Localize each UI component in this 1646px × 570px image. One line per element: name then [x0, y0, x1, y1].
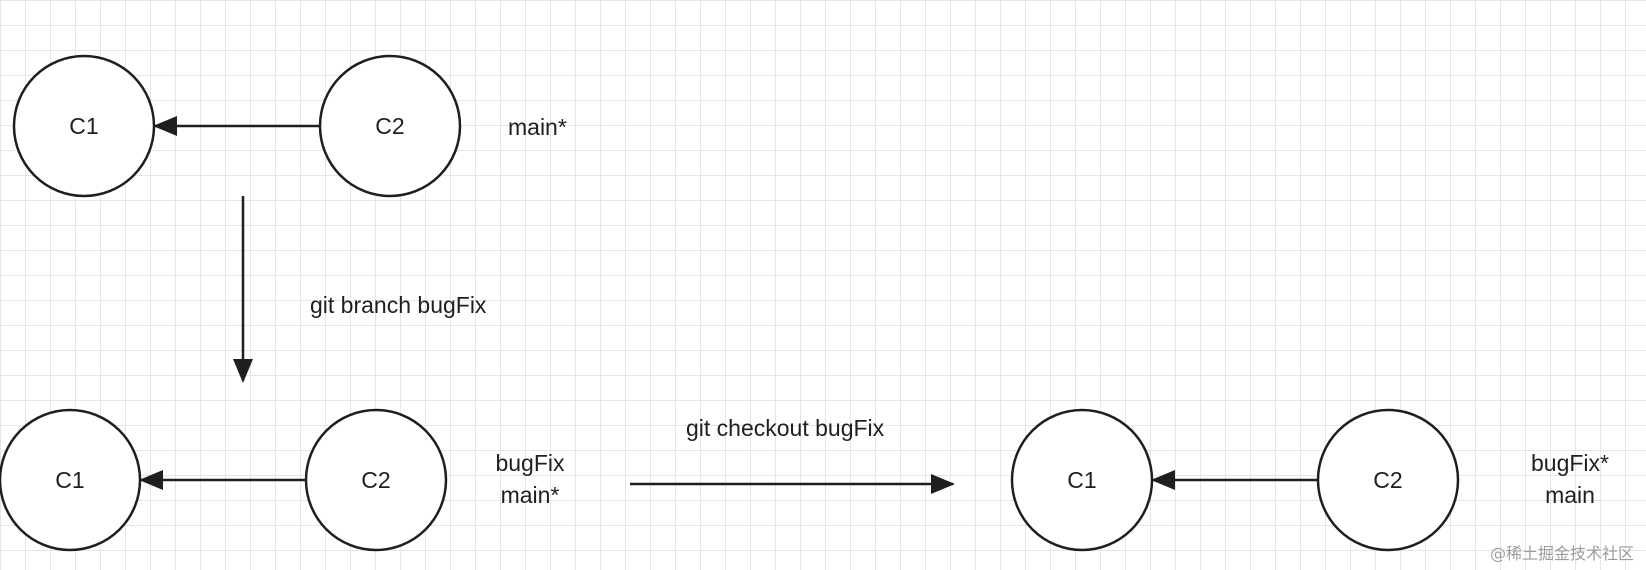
commit-node-top-c2: [318, 54, 462, 198]
node-label-top-c2: C2: [375, 113, 405, 139]
command-label-git-checkout: git checkout bugFix: [686, 415, 885, 441]
watermark-text: @稀土掘金技术社区: [1489, 544, 1634, 563]
node-label-bl-c2: C2: [361, 467, 391, 493]
command-label-git-branch: git branch bugFix: [310, 292, 487, 318]
branch-label-br-main: main: [1545, 482, 1595, 508]
node-label-br-c1: C1: [1067, 467, 1097, 493]
branch-label-top-main: main*: [508, 114, 567, 140]
node-label-br-c2: C2: [1373, 467, 1403, 493]
node-label-top-c1: C1: [69, 113, 99, 139]
commit-node-br-c2: [1316, 408, 1460, 552]
commit-node-bl-c2: [304, 408, 448, 552]
node-label-bl-c1: C1: [55, 467, 85, 493]
branch-label-br-bugfix: bugFix*: [1531, 450, 1609, 476]
branch-label-bl-main: main*: [500, 482, 560, 508]
branch-label-bl-bugfix: bugFix: [495, 450, 565, 476]
